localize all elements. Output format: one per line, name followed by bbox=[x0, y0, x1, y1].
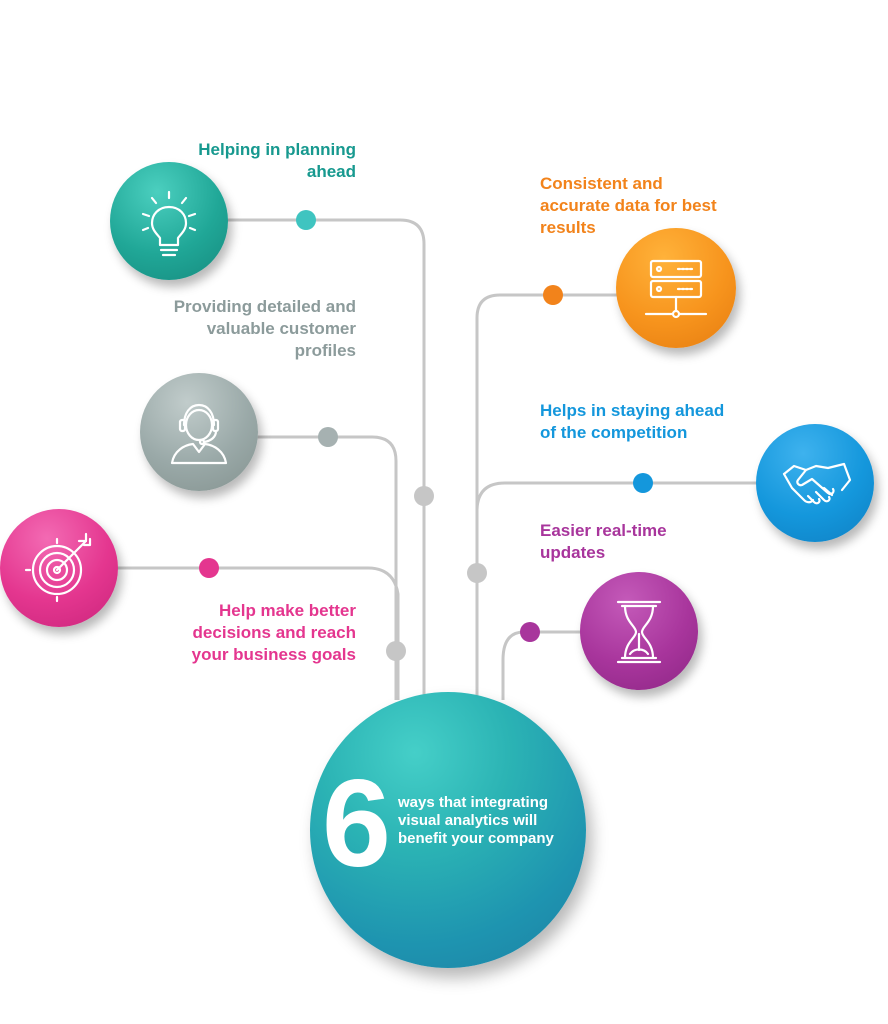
connector-updates bbox=[501, 630, 585, 700]
label-profiles: Providing detailed and valuable customer… bbox=[174, 296, 356, 362]
center-caption-line: visual analytics will bbox=[398, 812, 538, 829]
label-data: Consistent and accurate data for best re… bbox=[540, 173, 717, 239]
dot-competition bbox=[633, 473, 653, 493]
label-line: updates bbox=[540, 543, 606, 562]
label-line: Easier real-time bbox=[540, 521, 667, 540]
server-icon bbox=[644, 259, 708, 319]
label-line: decisions and reach bbox=[192, 623, 356, 642]
hourglass-icon bbox=[616, 600, 662, 664]
label-line: results bbox=[540, 218, 596, 237]
headset-agent-icon bbox=[170, 403, 228, 465]
center-number: 6 bbox=[322, 755, 391, 893]
handshake-icon bbox=[782, 462, 852, 505]
dot-updates bbox=[520, 622, 540, 642]
connector-dots bbox=[199, 210, 653, 661]
updates-circle bbox=[580, 572, 698, 690]
connector-data bbox=[475, 293, 620, 700]
junction-dot bbox=[414, 486, 434, 506]
profiles-circle bbox=[140, 373, 258, 491]
data-circle bbox=[616, 228, 736, 348]
junction-dot bbox=[467, 563, 487, 583]
planning-circle bbox=[110, 162, 228, 280]
label-competition: Helps in staying ahead of the competitio… bbox=[540, 400, 724, 444]
label-line: profiles bbox=[294, 341, 356, 360]
label-line: Consistent and bbox=[540, 174, 663, 193]
label-line: accurate data for best bbox=[540, 196, 717, 215]
junction-dot bbox=[386, 641, 406, 661]
competition-circle bbox=[756, 424, 874, 542]
label-line: Helps in staying ahead bbox=[540, 401, 725, 420]
connector-competition bbox=[475, 481, 760, 512]
label-line: ahead bbox=[306, 162, 356, 181]
connector-decisions bbox=[116, 566, 400, 700]
label-line: Helping in planning bbox=[198, 140, 356, 159]
label-line: Help make better bbox=[219, 601, 356, 620]
center-caption-line: benefit your company bbox=[398, 830, 554, 847]
center-caption-line: ways that integrating bbox=[398, 794, 549, 811]
label-updates: Easier real-time updates bbox=[540, 520, 667, 564]
decisions-circle bbox=[0, 509, 118, 627]
dot-decisions bbox=[199, 558, 219, 578]
center-circle bbox=[310, 692, 586, 968]
connector-profiles bbox=[256, 435, 398, 700]
center-caption: ways that integrating visual analytics w… bbox=[398, 794, 554, 848]
label-line: your business goals bbox=[191, 645, 356, 664]
dot-profiles bbox=[318, 427, 338, 447]
lightbulb-icon bbox=[141, 190, 197, 257]
target-icon bbox=[24, 532, 92, 603]
label-line: valuable customer bbox=[206, 319, 356, 338]
label-planning: Helping in planning ahead bbox=[198, 139, 356, 183]
label-line: of the competition bbox=[540, 423, 688, 442]
dot-data bbox=[543, 285, 563, 305]
label-decisions: Help make better decisions and reach you… bbox=[192, 600, 356, 666]
dot-planning bbox=[296, 210, 316, 230]
connector-planning bbox=[226, 218, 426, 700]
label-line: Providing detailed and bbox=[173, 297, 356, 316]
